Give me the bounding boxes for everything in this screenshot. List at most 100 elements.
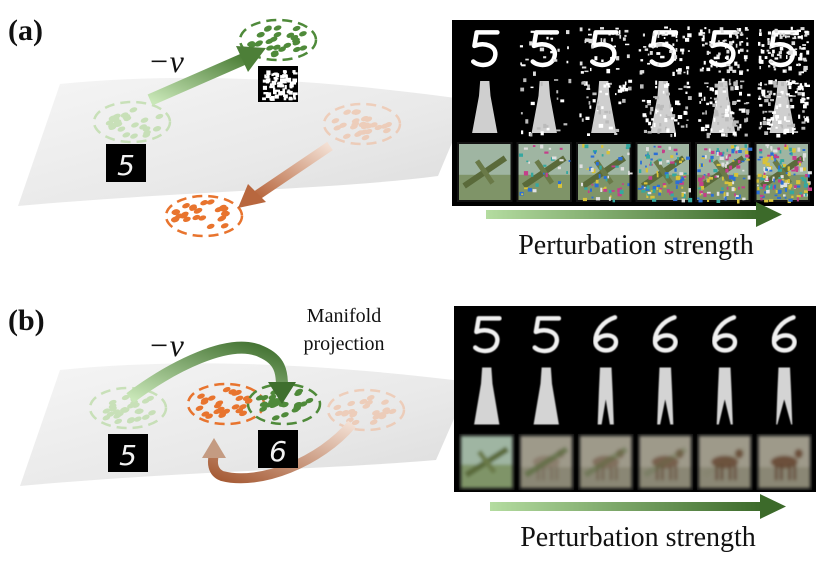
cluster-point <box>153 126 162 132</box>
cluster-point <box>349 412 358 418</box>
cluster-point <box>292 25 301 32</box>
cluster-boundary <box>88 386 168 430</box>
cluster-point <box>146 395 154 402</box>
green-cluster-perturbed <box>238 18 318 62</box>
cluster-boundary <box>238 18 318 62</box>
direction-label: −v <box>148 43 185 79</box>
strength-arrow-a <box>486 202 782 227</box>
projection-label-line1: Manifold <box>307 305 381 327</box>
cluster-point <box>231 390 240 396</box>
cluster-point <box>148 410 156 416</box>
strip-cell <box>575 22 633 203</box>
cluster-point <box>113 120 122 126</box>
cluster-point <box>266 45 274 51</box>
cluster-point <box>205 413 213 419</box>
cluster-point <box>220 223 229 229</box>
cluster-point <box>350 124 358 130</box>
orange-cluster-target <box>164 194 244 238</box>
cluster-point <box>271 398 280 404</box>
cluster-point <box>195 405 204 411</box>
cluster-point <box>333 125 342 131</box>
panel-a: (a) −v 5 Perturbation st <box>8 14 814 261</box>
cluster-point <box>218 204 227 211</box>
cluster-point <box>335 410 343 417</box>
cluster-point <box>364 123 373 129</box>
cluster-point <box>331 118 340 124</box>
cluster-point <box>102 415 111 421</box>
cluster-point <box>364 128 373 135</box>
cluster-point <box>171 209 180 215</box>
strip-cell <box>755 308 813 490</box>
strip-cell <box>696 308 754 490</box>
strip-cell <box>458 308 516 490</box>
source-digit-tile: 5 <box>106 144 146 182</box>
panel-b: (b) −v Manifold projection 5 6 <box>8 304 816 553</box>
cluster-point <box>259 406 267 412</box>
cluster-point <box>133 416 142 422</box>
cluster-point <box>140 117 149 123</box>
cluster-point <box>294 390 302 397</box>
cluster-point <box>271 415 280 421</box>
cluster-point <box>197 393 205 399</box>
cluster-point <box>215 400 224 406</box>
cluster-point <box>388 408 397 415</box>
cluster-point <box>200 200 208 206</box>
cluster-point <box>280 402 289 408</box>
green-cluster-source <box>92 100 172 144</box>
cluster-point <box>141 414 150 420</box>
orange-cluster-faded <box>326 388 406 432</box>
strength-arrow-b <box>490 494 786 519</box>
green-cluster-projected <box>246 382 322 426</box>
perturbation-arrow-head <box>236 46 266 72</box>
cluster-point <box>347 400 356 407</box>
strip-cell <box>456 22 514 202</box>
cluster-point <box>200 399 209 405</box>
cluster-point <box>117 126 126 132</box>
orange-arrow <box>253 141 333 201</box>
cluster-point <box>273 31 282 38</box>
cluster-point <box>381 399 389 405</box>
cluster-point <box>116 411 124 417</box>
cluster-point <box>293 404 302 410</box>
strip-cell <box>515 22 573 202</box>
cluster-point <box>281 412 289 418</box>
cluster-point <box>259 401 268 407</box>
cluster-point <box>255 40 263 46</box>
cluster-point <box>170 216 179 222</box>
strength-caption: Perturbation strength <box>518 230 754 261</box>
cluster-point <box>361 134 370 141</box>
orange-return-arrow <box>208 420 356 484</box>
cluster-point <box>272 44 281 50</box>
cluster-point <box>299 45 308 51</box>
cluster-point <box>192 214 201 221</box>
source-digit: 5 <box>117 149 135 182</box>
cluster-point <box>382 409 391 415</box>
orange-arrow-head <box>238 184 266 208</box>
cluster-point <box>213 408 222 415</box>
cluster-point <box>264 25 272 31</box>
cluster-point <box>374 124 383 131</box>
cluster-point <box>182 203 190 209</box>
cluster-point <box>362 403 371 409</box>
cluster-point <box>292 37 300 44</box>
target-digit-tile: 6 <box>258 430 298 468</box>
cluster-point <box>278 46 286 52</box>
cluster-point <box>305 397 314 404</box>
cluster-point <box>351 118 360 124</box>
projection-arrow-head <box>268 382 296 404</box>
cluster-point <box>120 112 129 118</box>
cluster-point <box>121 394 130 401</box>
cluster-point <box>283 42 292 49</box>
cluster-point <box>380 123 389 129</box>
cluster-point <box>269 36 278 42</box>
perturbation-arrow <box>147 52 249 106</box>
cluster-point <box>189 205 198 211</box>
cluster-point <box>351 419 360 426</box>
cluster-point <box>194 207 203 214</box>
cluster-point <box>273 25 282 31</box>
strip-cell <box>517 308 575 490</box>
cluster-point <box>222 386 231 393</box>
cluster-point <box>127 403 135 409</box>
cluster-point <box>206 223 215 230</box>
